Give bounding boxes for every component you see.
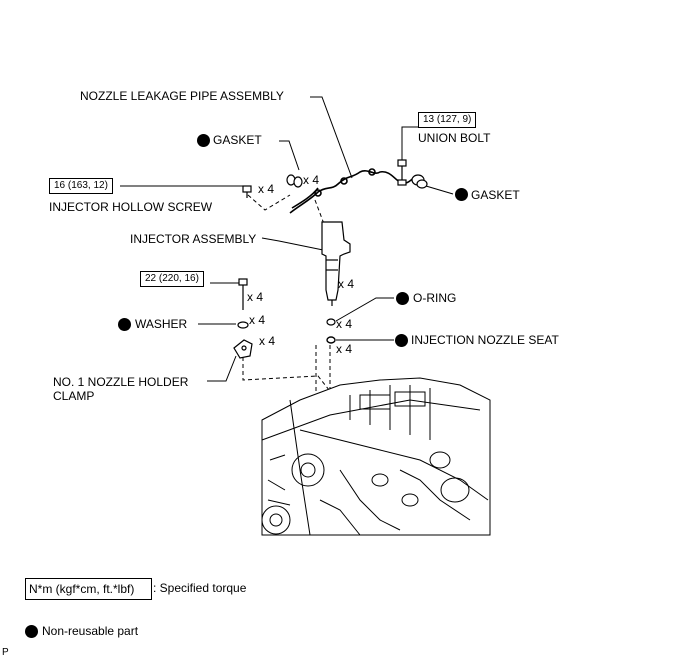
gasket-right-part bbox=[411, 174, 428, 189]
torque-clamp-bolt: 22 (220, 16) bbox=[140, 271, 204, 287]
label-union-bolt: UNION BOLT bbox=[418, 131, 491, 145]
label-o-ring: O-RING bbox=[413, 291, 457, 305]
label-injector-assembly: INJECTOR ASSEMBLY bbox=[130, 232, 257, 246]
qty-washer: x 4 bbox=[249, 313, 266, 327]
washer-part bbox=[237, 321, 249, 329]
label-washer: WASHER bbox=[135, 317, 188, 331]
qty-injector: x 4 bbox=[338, 277, 355, 291]
qty-clamp-bolt: x 4 bbox=[247, 290, 264, 304]
clamp-bolt-part bbox=[238, 278, 248, 310]
non-reusable-icon bbox=[25, 625, 38, 638]
clamp-part bbox=[233, 339, 253, 359]
qty-o-ring: x 4 bbox=[336, 317, 353, 331]
gasket-top-part bbox=[286, 174, 303, 188]
label-clamp-line1: NO. 1 NOZZLE HOLDER bbox=[53, 375, 189, 389]
qty-nozzle-seat: x 4 bbox=[336, 342, 353, 356]
leader-gasket-top bbox=[279, 140, 300, 171]
footer-code: P bbox=[2, 647, 9, 658]
leader-clamp bbox=[207, 355, 237, 382]
leader-o-ring bbox=[335, 297, 394, 322]
nozzle-seat-part bbox=[326, 336, 336, 344]
hollow-screw-part bbox=[242, 185, 252, 198]
label-gasket-right: GASKET bbox=[471, 188, 520, 202]
label-gasket-top: GASKET bbox=[213, 133, 262, 147]
union-bolt-part bbox=[397, 159, 407, 186]
label-injection-nozzle-seat: INJECTION NOZZLE SEAT bbox=[411, 333, 559, 347]
non-reusable-icon bbox=[455, 188, 468, 201]
leader-union-bolt bbox=[401, 126, 418, 160]
label-injector-hollow-screw: INJECTOR HOLLOW SCREW bbox=[49, 200, 213, 214]
injector-part bbox=[321, 221, 351, 306]
non-reusable-icon bbox=[395, 334, 408, 347]
legend-torque-desc: : Specified torque bbox=[153, 581, 247, 595]
leader-gasket-right bbox=[425, 185, 454, 195]
leader-injector bbox=[261, 237, 329, 252]
torque-hollow-screw: 16 (163, 12) bbox=[49, 178, 113, 194]
legend-torque-box: N*m (kgf*cm, ft.*lbf) bbox=[25, 578, 152, 600]
o-ring-part bbox=[326, 318, 336, 326]
leader-nozzle-pipe bbox=[310, 96, 353, 179]
qty-gasket: x 4 bbox=[303, 173, 320, 187]
torque-union-bolt: 13 (127, 9) bbox=[418, 112, 477, 128]
non-reusable-icon bbox=[118, 318, 131, 331]
qty-hollow-screw: x 4 bbox=[258, 182, 275, 196]
dash-hollow-screw bbox=[247, 194, 291, 211]
label-clamp-line2: CLAMP bbox=[53, 389, 95, 403]
engine-drawing bbox=[261, 377, 491, 536]
non-reusable-icon bbox=[396, 292, 409, 305]
label-nozzle-leakage-pipe: NOZZLE LEAKAGE PIPE ASSEMBLY bbox=[80, 89, 284, 103]
qty-clamp: x 4 bbox=[259, 334, 276, 348]
legend-non-reusable: Non-reusable part bbox=[42, 624, 139, 638]
non-reusable-icon bbox=[197, 134, 210, 147]
